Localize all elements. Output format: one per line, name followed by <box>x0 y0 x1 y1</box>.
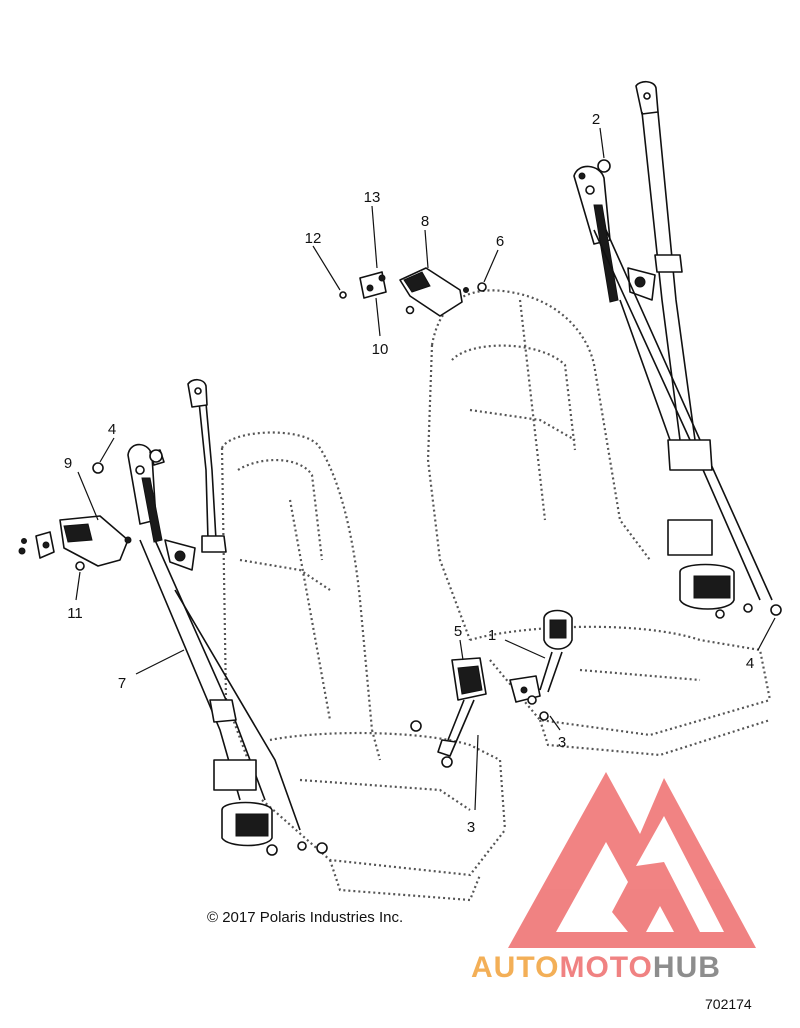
mount-bolts <box>410 695 549 768</box>
diagram-id: 702174 <box>705 996 752 1012</box>
callout-4-left: 4 <box>108 421 116 438</box>
callout-13: 13 <box>364 189 381 206</box>
copyright-text: © 2017 Polaris Industries Inc. <box>207 909 403 926</box>
buckle-right <box>509 609 573 703</box>
watermark-word-auto: AUTO <box>471 951 559 984</box>
left-seat-belt-assembly <box>127 378 328 856</box>
callout-7: 7 <box>118 675 126 692</box>
callout-1: 1 <box>488 627 496 644</box>
watermark-word-hub: HUB <box>653 951 721 984</box>
automotohub-watermark-logo: AUTOMOTOHUB <box>471 772 756 984</box>
top-bracket-group <box>339 267 487 317</box>
callout-6: 6 <box>496 233 504 250</box>
leader-lines <box>75 127 776 811</box>
callout-labels: 2 13 12 8 6 10 4 9 11 7 5 1 3 3 4 <box>64 111 754 836</box>
callout-10: 10 <box>372 341 389 358</box>
callout-8: 8 <box>421 213 429 230</box>
callout-3-right: 3 <box>558 734 566 751</box>
callout-4-right: 4 <box>746 655 754 672</box>
svg-text:AUTOMOTOHUB: AUTOMOTOHUB <box>471 951 721 984</box>
callout-2: 2 <box>592 111 600 128</box>
callout-9: 9 <box>64 455 72 472</box>
right-seat-belt-assembly <box>573 80 782 619</box>
callout-3-center: 3 <box>467 819 475 836</box>
left-bracket <box>18 462 132 571</box>
callout-11: 11 <box>67 605 83 622</box>
left-seat-outline <box>220 431 507 902</box>
buckle-left <box>437 657 487 757</box>
callout-12: 12 <box>305 230 322 247</box>
watermark-triangle-icon <box>508 772 756 948</box>
callout-5: 5 <box>454 623 462 640</box>
watermark-word-moto: MOTO <box>559 951 652 984</box>
